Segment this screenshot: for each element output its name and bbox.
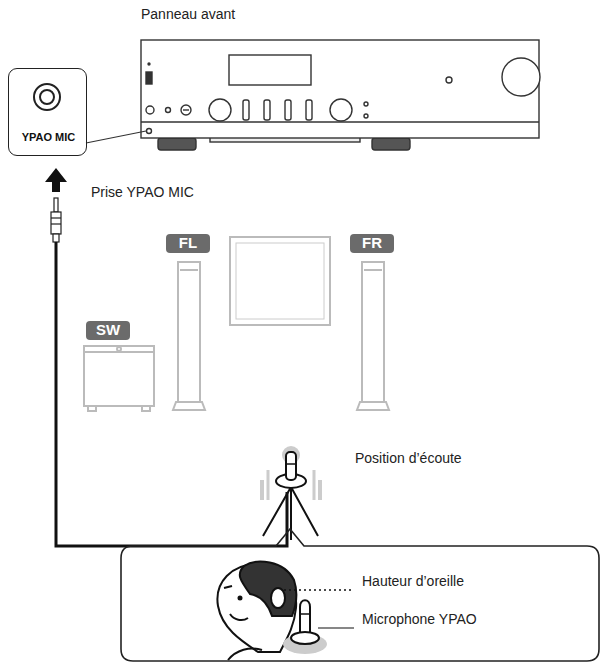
leader-line	[318, 627, 354, 628]
node-text: FL	[179, 235, 197, 252]
text-label: Panneau avant	[141, 6, 235, 22]
tv	[236, 243, 324, 319]
microphone	[283, 600, 327, 654]
tv	[230, 237, 330, 325]
jack-icon	[34, 84, 60, 110]
plug	[51, 198, 61, 242]
callout-box: YPAO MIC	[8, 68, 87, 156]
microphone-stand	[262, 446, 320, 540]
leader-line	[86, 131, 146, 143]
node-text: YPAO MIC	[22, 131, 76, 143]
text-label: Position d’écoute	[355, 450, 462, 466]
callout-box: Hauteur d’oreilleMicrophone YPAO	[120, 528, 600, 662]
leader-line	[284, 589, 354, 591]
speaker-badge: SW	[86, 321, 130, 340]
speaker-badge: FR	[350, 234, 394, 253]
amplifier	[141, 40, 540, 150]
speaker	[84, 262, 389, 411]
speaker-badge: FL	[166, 234, 210, 253]
callout-outline	[120, 528, 600, 662]
node-text: SW	[96, 322, 120, 339]
node-text: FR	[362, 235, 382, 252]
text-label: Prise YPAO MIC	[91, 184, 194, 200]
arrow	[45, 168, 67, 192]
node-text: Microphone YPAO	[362, 612, 477, 627]
jack-icon	[40, 90, 54, 104]
node-text: Hauteur d’oreille	[362, 574, 464, 589]
